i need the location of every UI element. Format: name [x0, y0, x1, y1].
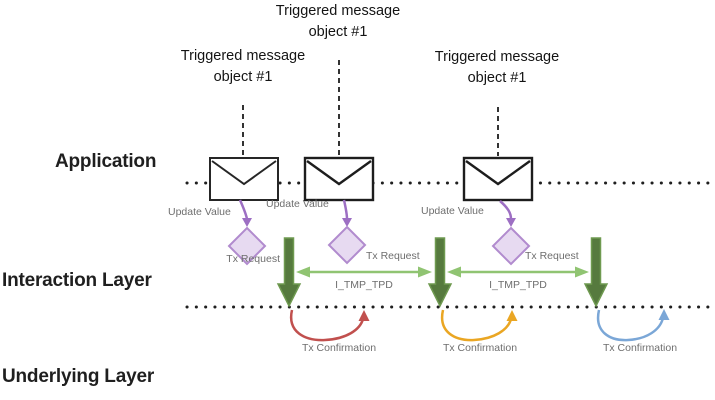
- update-value-label-3: Update Value: [421, 205, 484, 217]
- update-value-arrow-2: [342, 199, 352, 227]
- tx-request-arrow-1: [276, 237, 302, 308]
- condition-diamond-3: [491, 226, 531, 266]
- triggered-message-label-3: Triggered message object #1: [434, 49, 560, 87]
- bus-signal-label-2: I_TMP_TPD: [489, 279, 547, 291]
- update-value-arrow-3: [499, 200, 516, 227]
- triggered-message-label-2: Triggered message object #1: [275, 3, 401, 41]
- tx-confirmation-label-2: Tx Confirmation: [442, 342, 518, 354]
- message-envelope-1: [209, 157, 279, 201]
- tx-request-arrow-2: [427, 237, 453, 308]
- update-value-label-1: Update Value: [168, 206, 231, 218]
- triggered-message-label-1: Triggered message object #1: [180, 48, 306, 86]
- interaction-layer-label: Interaction Layer: [2, 270, 152, 291]
- update-value-label-2: Update Value: [266, 198, 329, 210]
- bus-double-arrow-1: [296, 266, 432, 278]
- underlying-layer-label: Underlying Layer: [2, 366, 155, 387]
- tx-confirmation-arrow-1: [289, 309, 370, 342]
- bus-signal-label-1: I_TMP_TPD: [335, 279, 393, 291]
- message-envelope-2: [303, 156, 375, 202]
- bus-double-arrow-2: [447, 266, 589, 278]
- tx-request-label-3: Tx Request: [525, 250, 579, 262]
- application-layer-label: Application: [55, 151, 157, 172]
- tx-request-label-2: Tx Request: [366, 250, 420, 262]
- update-value-arrow-1: [238, 199, 252, 227]
- condition-diamond-2: [327, 225, 367, 265]
- tx-confirmation-arrow-3: [596, 309, 670, 342]
- tx-request-arrow-3: [583, 237, 609, 308]
- tx-confirmation-arrow-2: [440, 309, 518, 342]
- tx-request-label-1: Tx Request: [226, 253, 280, 265]
- condition-diamond-1: [227, 226, 267, 266]
- tx-confirmation-label-1: Tx Confirmation: [301, 342, 377, 354]
- tx-confirmation-label-3: Tx Confirmation: [602, 342, 678, 354]
- message-envelope-3: [462, 156, 534, 202]
